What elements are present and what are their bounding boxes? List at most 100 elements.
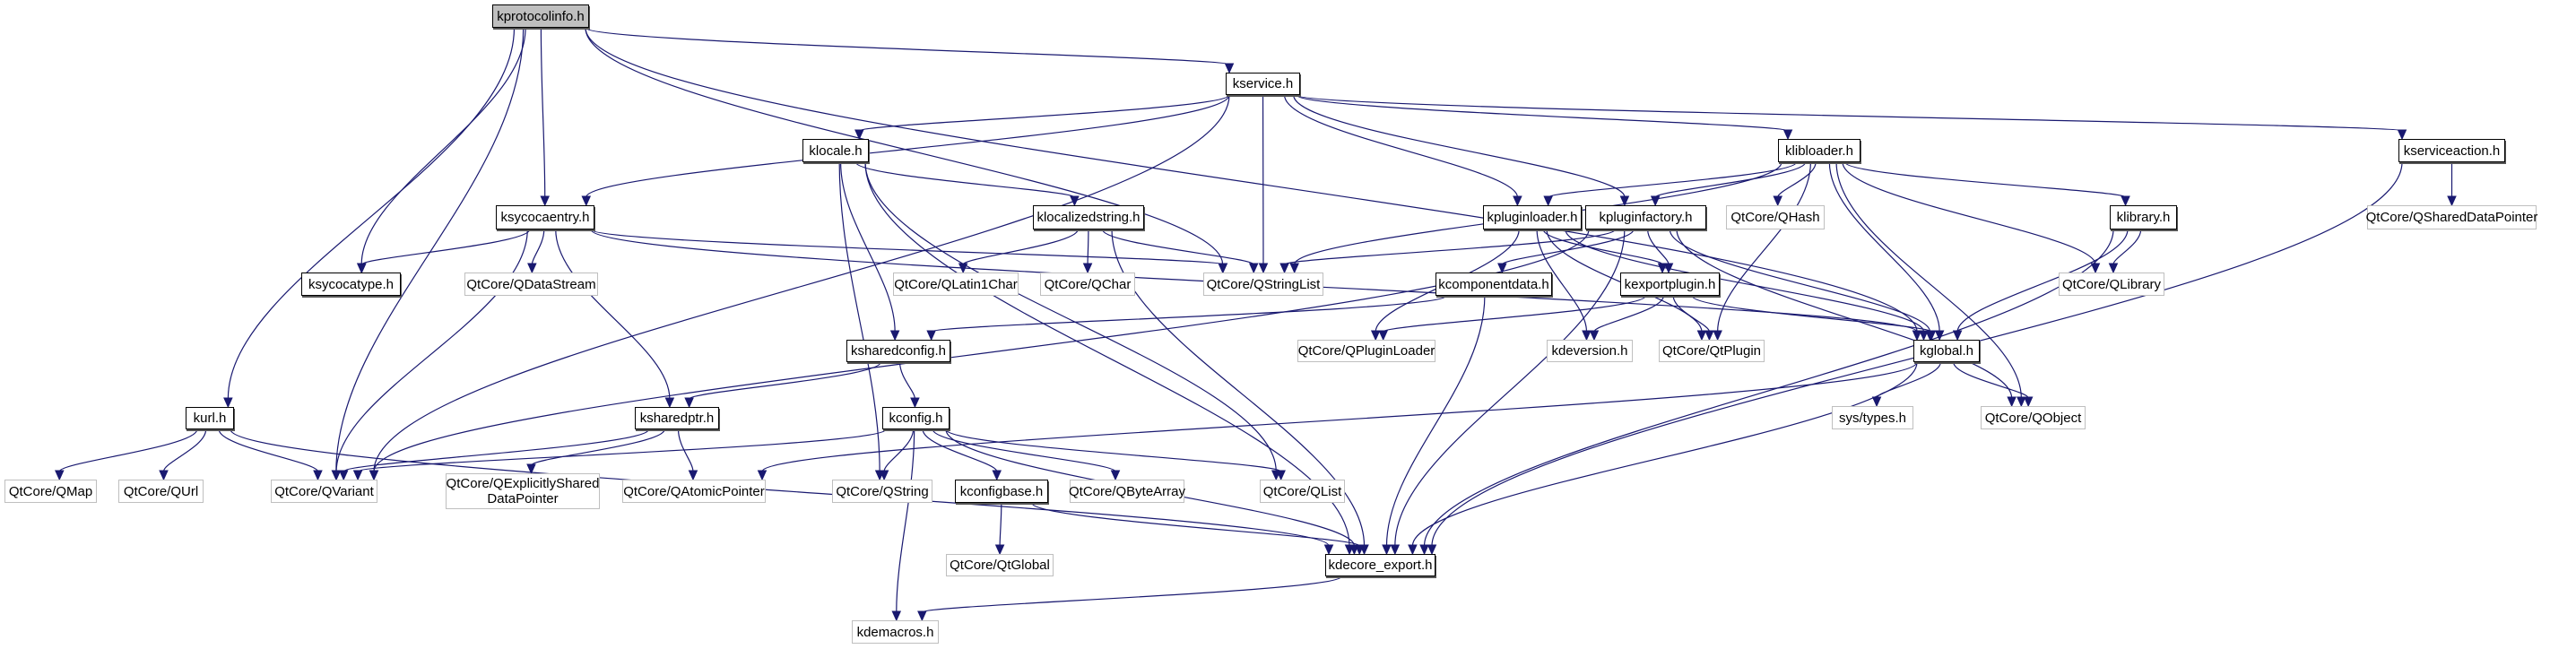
edge-kprotocolinfo-to-kglobal [585,27,1918,333]
node-qurl[interactable]: QtCore/QUrl [118,480,204,503]
arrowhead-icon [1354,544,1365,556]
arrowhead-icon [926,330,936,342]
edge-kpluginloader-to-kdeversion [1536,229,1588,333]
edge-kservice-to-kserviceaction [1296,94,2403,132]
arrowhead-icon [1427,544,1437,556]
node-kservice[interactable]: kservice.h [1226,73,1300,95]
node-kserviceaction[interactable]: kserviceaction.h [2398,139,2505,162]
edge-kpluginfactory-to-kexportplugin [1647,229,1670,265]
node-qchar[interactable]: QtCore/QChar [1040,273,1135,296]
node-label: QtCore/QObject [1984,410,2082,426]
arrowhead-icon [55,470,65,481]
arrowhead-icon [1952,330,1963,342]
node-ksycocaentry[interactable]: ksycocaentry.h [496,205,594,229]
arrowhead-icon [2023,396,2034,408]
node-label: klocalizedstring.h [1036,210,1141,225]
arrowhead-icon [338,470,349,481]
arrowhead-icon [159,470,169,481]
node-kpluginfactory[interactable]: kpluginfactory.h [1585,205,1706,229]
node-klibloader[interactable]: klibloader.h [1778,139,1860,162]
arrowhead-icon [879,470,889,481]
edge-kservice-to-klocale [858,94,1230,132]
node-label: QtCore/QUrl [123,483,199,499]
edge-kconfigbase-to-kdecore_export [1031,502,1360,547]
edge-ksharedconfig-to-ksharedptr [689,361,881,400]
node-kprotocolinfo[interactable]: kprotocolinfo.h [492,4,589,28]
node-kurl[interactable]: kurl.h [186,407,234,429]
arrowhead-icon [1110,470,1121,481]
node-ksycocatype[interactable]: ksycocatype.h [301,273,401,296]
node-kdemacros[interactable]: kdemacros.h [852,620,939,644]
node-klocalizedstring[interactable]: klocalizedstring.h [1033,205,1144,229]
edge-kprotocolinfo-to-ksycocatype [360,27,526,265]
node-klibrary[interactable]: klibrary.h [2110,205,2177,229]
arrowhead-icon [540,195,550,207]
node-kdeversion[interactable]: kdeversion.h [1547,340,1633,362]
node-klocale[interactable]: klocale.h [802,139,869,162]
edge-klocale-to-qstring [838,161,880,472]
node-ksharedptr[interactable]: ksharedptr.h [635,407,719,429]
node-qtglobal[interactable]: QtCore/QtGlobal [946,554,1054,576]
node-qvariant[interactable]: QtCore/QVariant [271,480,377,503]
arrowhead-icon [992,470,1002,481]
node-kconfig[interactable]: kconfig.h [882,407,950,429]
edge-kcomponentdata-to-kdecore_export [1385,295,1486,547]
node-label: ksycocatype.h [308,276,395,292]
node-label: QtCore/QtPlugin [1661,343,1762,359]
node-label: kexportplugin.h [1624,276,1716,292]
node-qbytearray[interactable]: QtCore/QByteArray [1069,480,1185,503]
node-systypes[interactable]: sys/types.h [1832,406,1913,429]
edge-kglobal-to-systypes [1876,361,1941,399]
arrowhead-icon [1704,330,1714,342]
node-qtplugin[interactable]: QtCore/QtPlugin [1659,340,1765,362]
edge-kpluginfactory-to-qstringlist [1283,229,1616,265]
node-qstring[interactable]: QtCore/QString [832,480,932,503]
edge-ksycocaentry-to-qvariant [335,229,528,472]
arrowhead-icon [527,263,537,274]
node-kglobal[interactable]: kglobal.h [1913,340,1980,362]
arrowhead-icon [2007,396,2017,408]
arrowhead-icon [891,610,902,622]
node-kcomponentdata[interactable]: kcomponentdata.h [1435,273,1552,296]
node-qlatin1char[interactable]: QtCore/QLatin1Char [893,273,1019,296]
arrowhead-icon [2017,396,2026,408]
edge-ksycocaentry-to-ksycocatype [360,229,531,265]
arrowhead-icon [1663,263,1674,274]
node-qdatastream[interactable]: QtCore/QDataStream [464,273,598,296]
node-label: QtCore/QLatin1Char [894,276,1018,292]
node-label: kpluginloader.h [1487,210,1578,225]
edge-kpluginfactory-to-kdecore_export [1394,229,1626,547]
node-qstringlist[interactable]: QtCore/QStringList [1203,273,1323,296]
arrowhead-icon [958,263,968,274]
edge-kprotocolinfo-to-ksycocaentry [540,27,546,198]
node-qlibrary[interactable]: QtCore/QLibrary [2059,273,2164,296]
node-qshareddatapointer[interactable]: QtCore/QSharedDataPointer [2366,205,2537,229]
arrowhead-icon [1378,330,1388,342]
arrowhead-icon [1082,263,1093,274]
node-qobject[interactable]: QtCore/QObject [1981,406,2086,429]
edge-kservice-to-kpluginfactory [1293,94,1626,198]
node-qmap[interactable]: QtCore/QMap [4,480,97,503]
node-kexportplugin[interactable]: kexportplugin.h [1620,273,1720,296]
arrowhead-icon [2121,195,2130,207]
node-kdecore_export[interactable]: kdecore_export.h [1325,554,1435,576]
edge-kdecore_export-to-kdemacros [921,575,1342,613]
arrowhead-icon [369,470,379,481]
arrowhead-icon [910,397,920,409]
node-qlist[interactable]: QtCore/QList [1260,480,1345,503]
node-qexplicitlyshareddatapointer[interactable]: QtCore/QExplicitlyShared DataPointer [446,473,600,509]
node-ksharedconfig[interactable]: ksharedconfig.h [846,340,950,362]
node-label: QtCore/QDataStream [466,276,596,292]
node-qatomicpointer[interactable]: QtCore/QAtomicPointer [622,480,766,503]
node-label: ksharedconfig.h [851,343,946,359]
arrowhead-icon [994,544,1005,556]
edge-ksycocaentry-to-qstringlist [590,229,1224,265]
node-label: kdemacros.h [856,624,934,640]
edge-kexportplugin-to-qpluginloader [1383,295,1647,333]
node-qpluginloader[interactable]: QtCore/QPluginLoader [1297,340,1435,362]
edge-kservice-to-kpluginloader [1283,94,1519,198]
arrowhead-icon [757,470,768,481]
node-qhash[interactable]: QtCore/QHash [1726,205,1825,229]
node-kpluginloader[interactable]: kpluginloader.h [1483,205,1582,229]
node-kconfigbase[interactable]: kconfigbase.h [955,480,1048,503]
